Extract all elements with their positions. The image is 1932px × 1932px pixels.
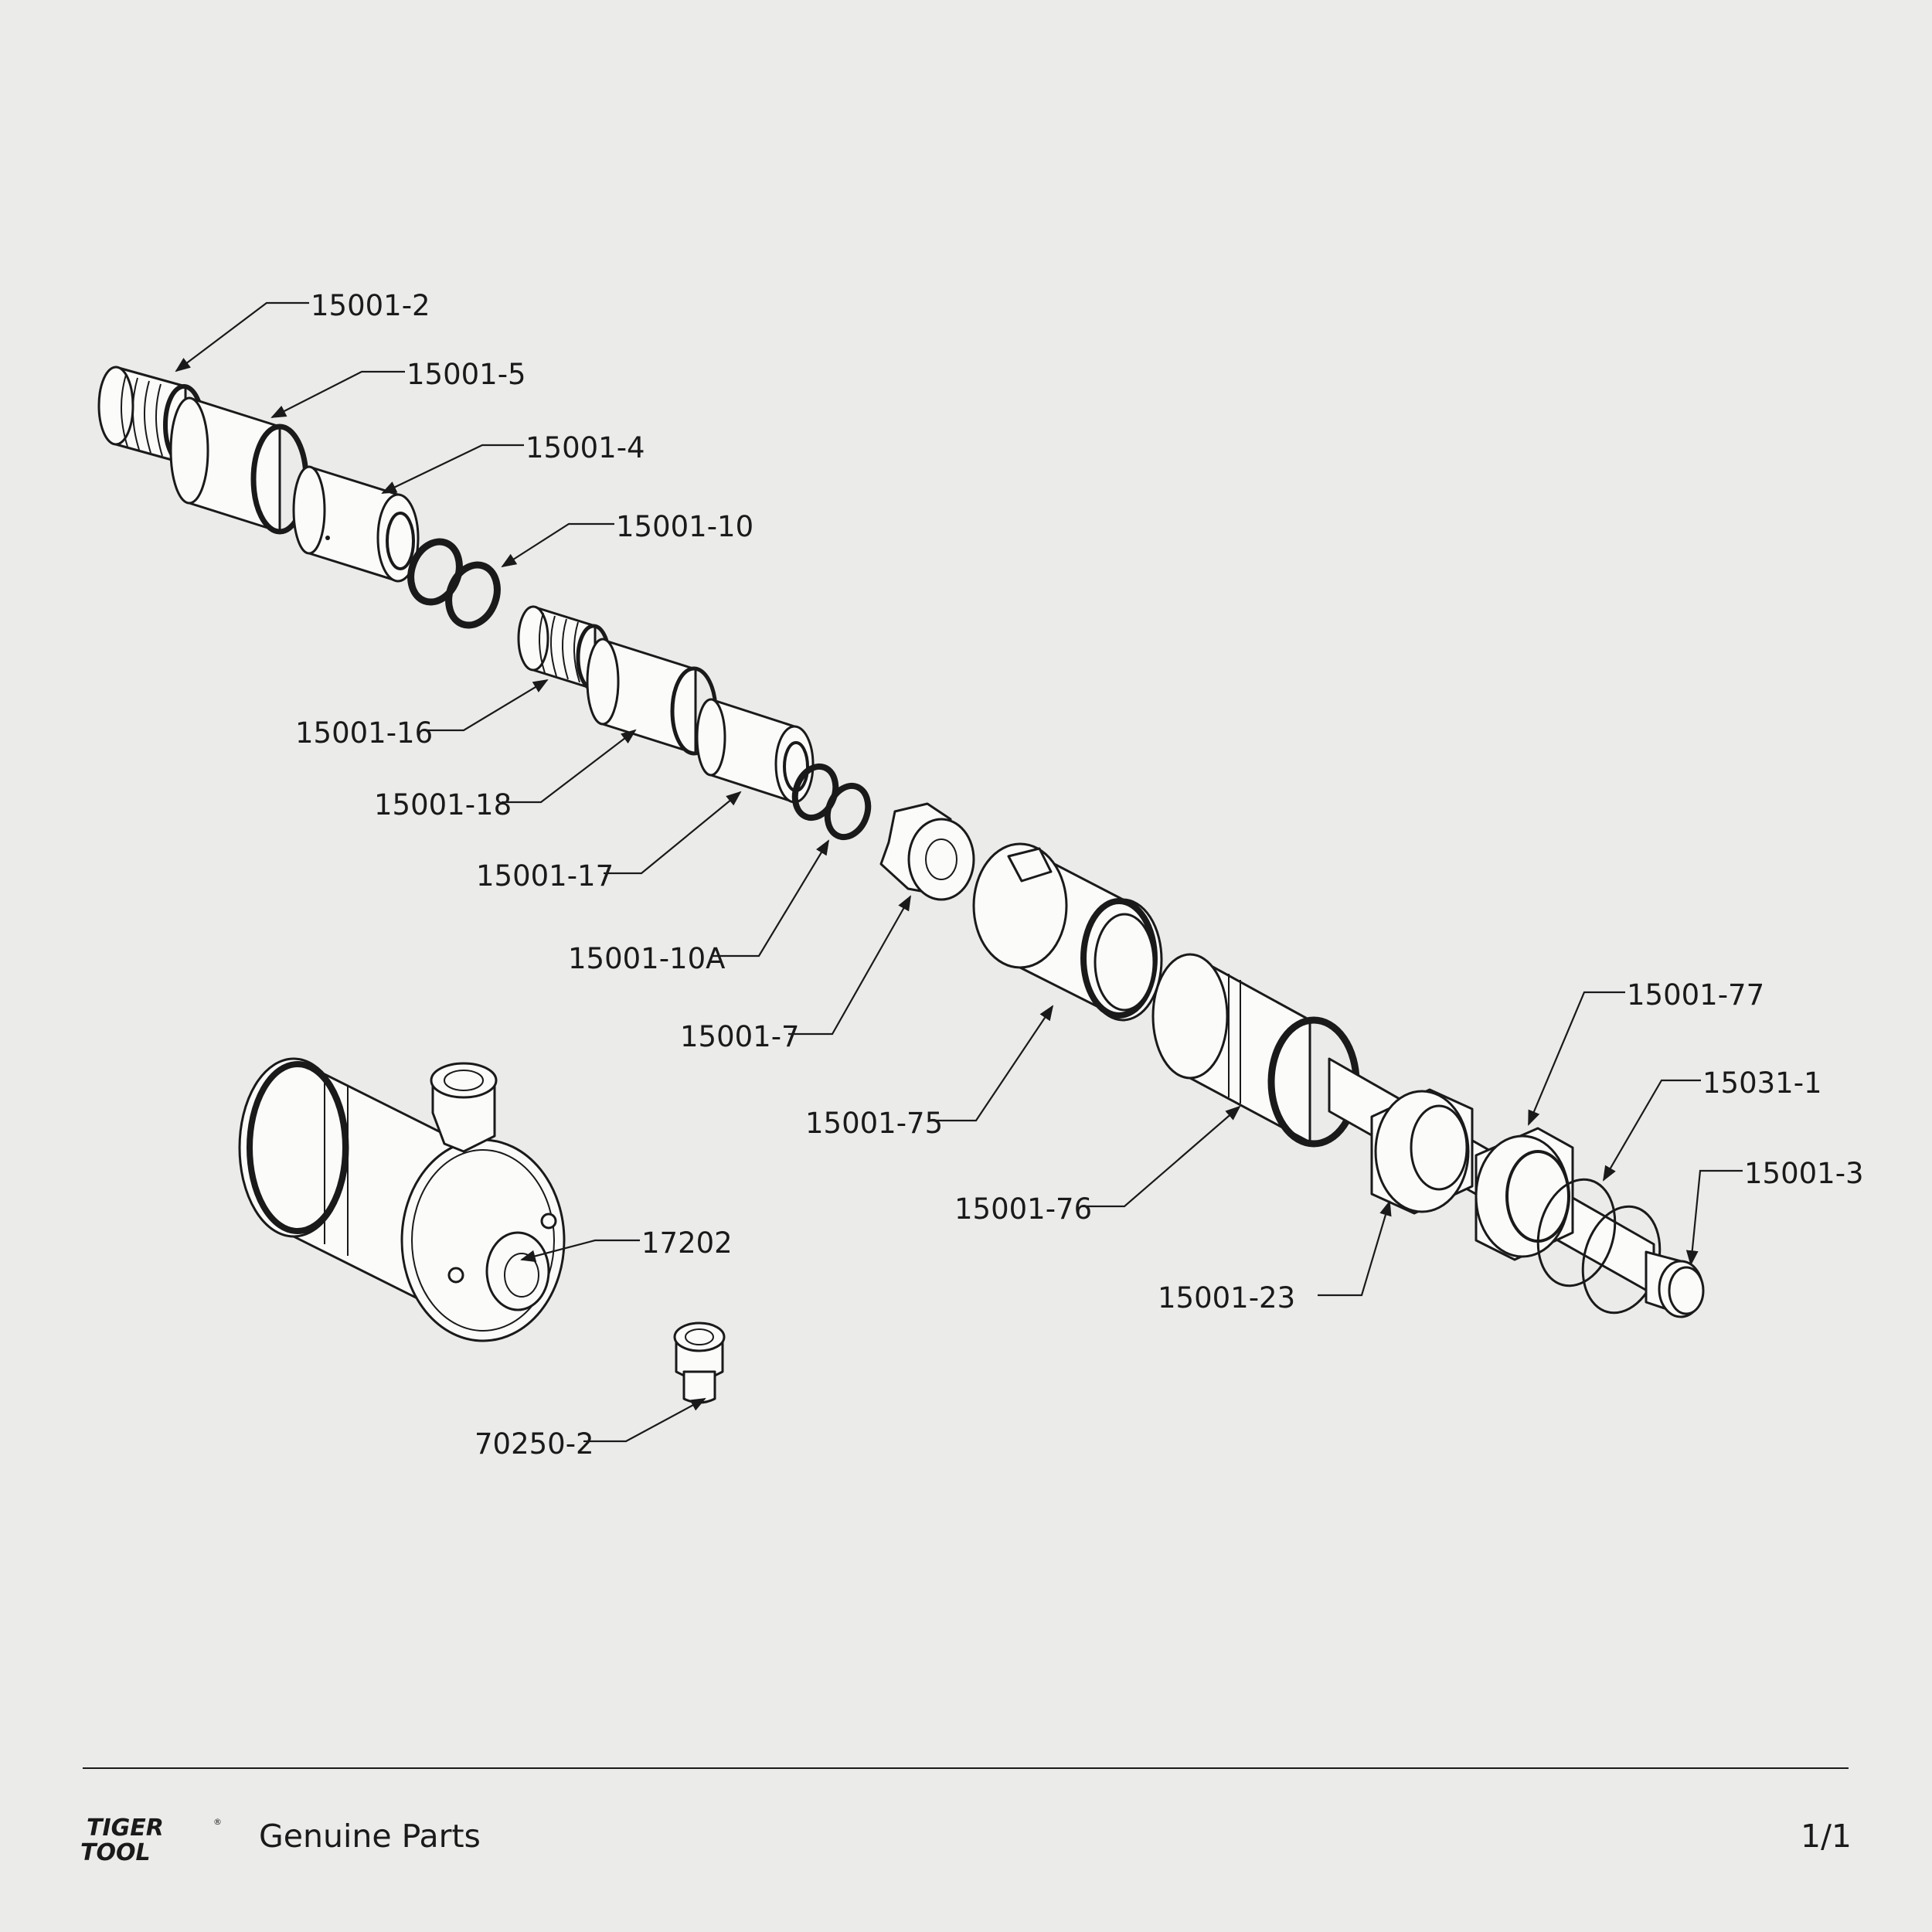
exploded-parts [97,366,1705,1404]
callout-17202: 17202 [520,1226,733,1263]
callout-15001-23: 15001-23 [1158,1200,1392,1315]
callout-15001-18: 15001-18 [374,729,637,821]
callout-15001-76: 15001-76 [954,1105,1241,1226]
callout-label: 15001-5 [406,358,526,391]
callout-label: 15001-16 [295,716,433,750]
callout-label: 15001-3 [1744,1157,1864,1190]
callout-label: 15001-23 [1158,1281,1295,1315]
callout-label: 15031-1 [1702,1066,1822,1100]
callout-15001-17: 15001-17 [476,791,742,893]
part-17202-housing [238,1057,566,1342]
callout-label: 15001-77 [1627,978,1764,1012]
part-callouts: 15001-2 15001-5 15001-4 15001-10 15001-1… [175,289,1864,1461]
callout-label: 17202 [641,1226,733,1260]
callout-label: 15001-75 [805,1107,943,1140]
part-15001-7-valve-seat [879,802,975,901]
part-15001-23-wiper-ring [1370,1088,1474,1215]
callout-15001-2: 15001-2 [175,289,430,372]
part-15001-5-sleeve [169,396,309,535]
part-15001-77-bearing-ring [1475,1127,1574,1261]
part-15001-17-bushing [696,698,815,804]
callout-15001-16: 15001-16 [295,679,549,750]
part-15001-4-bushing [292,465,420,583]
callout-70250-2: 70250-2 [474,1398,706,1461]
footer-caption: Genuine Parts [259,1818,481,1855]
part-15001-3-rod-end [1645,1250,1705,1318]
callout-label: 15001-10 [616,510,753,543]
callout-label: 15001-18 [374,788,512,821]
callout-label: 15001-17 [476,859,614,893]
callout-15001-3: 15001-3 [1685,1157,1864,1266]
callout-label: 70250-2 [474,1427,594,1461]
logo-line-1: TIGER [87,1815,164,1842]
part-15001-10A-o-rings [791,763,872,841]
part-15001-18-sleeve [586,638,718,756]
footer-divider [83,1767,1849,1769]
callout-label: 15001-76 [954,1192,1092,1226]
tiger-tool-logo: TIGER TOOL ® [80,1815,222,1866]
part-15001-75-piston [972,842,1163,1022]
logo-line-2: TOOL [80,1839,151,1866]
page-number: 1/1 [1801,1818,1852,1855]
callout-15031-1: 15031-1 [1603,1066,1822,1182]
callout-15001-77: 15001-77 [1527,978,1764,1126]
registered-mark: ® [213,1817,222,1827]
callout-15001-75: 15001-75 [805,1005,1054,1140]
callout-15001-4: 15001-4 [381,431,645,494]
callout-15001-10A: 15001-10A [568,839,830,975]
callout-15001-5: 15001-5 [270,358,526,418]
part-70250-2-fitting [673,1321,726,1404]
callout-15001-10: 15001-10 [501,510,753,568]
callout-label: 15001-10A [568,942,725,975]
callout-label: 15001-2 [311,289,430,322]
part-15001-10-o-rings [407,538,501,629]
callout-label: 15001-7 [680,1020,800,1053]
callout-15001-7: 15001-7 [680,895,911,1053]
callout-label: 15001-4 [526,431,645,464]
